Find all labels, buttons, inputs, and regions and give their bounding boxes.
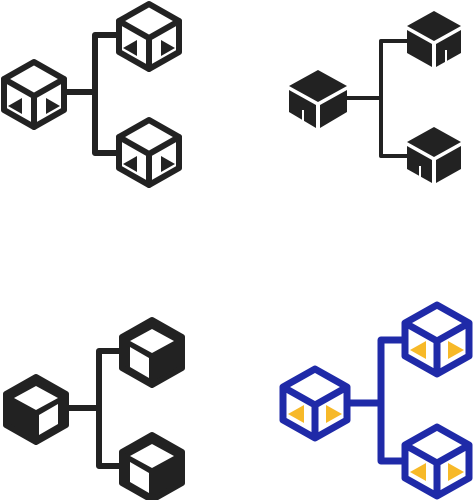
network-cubes-solid-icon: [289, 11, 461, 183]
connector-line: [343, 336, 409, 465]
cube-icon: [119, 432, 185, 500]
cube-icon: [401, 423, 473, 500]
cube-icon: [407, 11, 461, 67]
cube-icon: [116, 117, 182, 188]
cube-icon: [407, 127, 461, 183]
cube-icon: [116, 1, 182, 72]
cube-icon: [119, 317, 185, 388]
network-cubes-glyph-icon: [3, 317, 185, 500]
connector-line: [343, 39, 410, 158]
network-cubes-color-icon: [279, 301, 473, 500]
cube-icon: [279, 365, 351, 442]
cube-icon: [1, 59, 67, 130]
cube-icon: [289, 70, 347, 128]
cube-icon: [401, 301, 473, 378]
connector-line: [64, 348, 125, 469]
connector-line: [61, 32, 121, 156]
network-cubes-outline-icon: [1, 1, 182, 188]
cube-icon: [3, 374, 69, 445]
